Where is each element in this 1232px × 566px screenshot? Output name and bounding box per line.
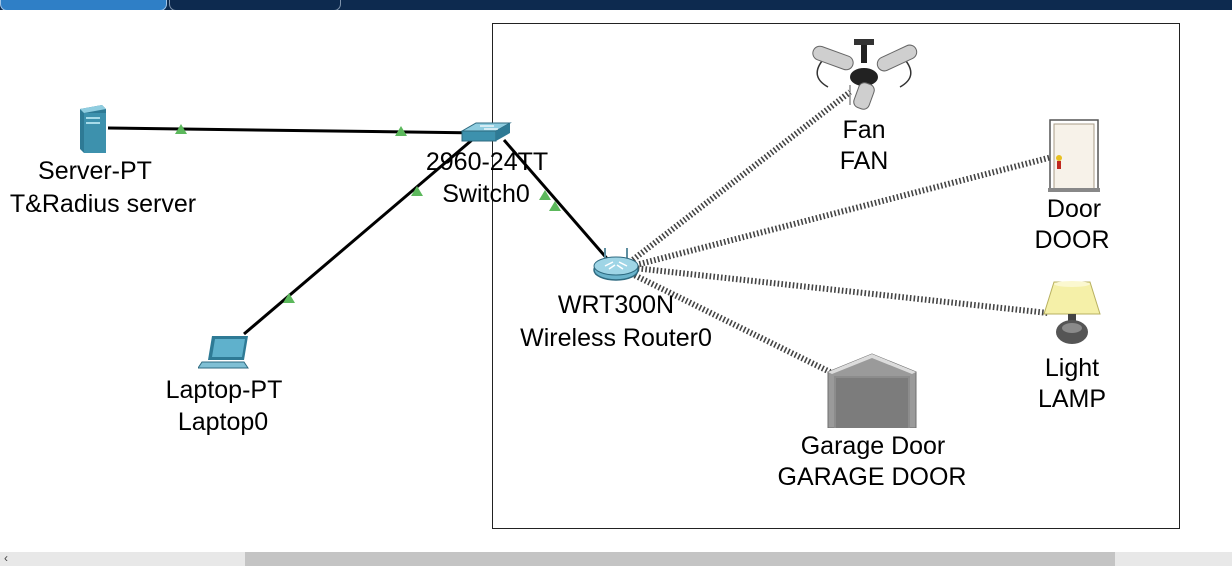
- door-model-label: Door: [1046, 195, 1102, 223]
- door-name-label: DOOR: [1034, 226, 1110, 254]
- link-up-indicator: [549, 201, 561, 211]
- link-up-indicator: [411, 186, 423, 196]
- server-icon: [80, 105, 106, 153]
- top-tab-bar: [0, 0, 1232, 10]
- wireless-link-fan: [628, 89, 852, 265]
- link-server-switch: [107, 126, 483, 135]
- light-device[interactable]: [1040, 280, 1104, 350]
- fan-name-label: FAN: [839, 147, 889, 175]
- link-up-indicator: [395, 126, 407, 136]
- laptop-icon: [197, 336, 249, 369]
- laptop-device[interactable]: [197, 334, 252, 372]
- wireless-link-light: [633, 265, 1049, 316]
- garage-name-label: GARAGE DOOR: [777, 463, 967, 491]
- router-model-label: WRT300N: [557, 291, 675, 319]
- light-model-label: Light: [1044, 354, 1100, 382]
- link-switch-laptop: [243, 138, 473, 336]
- switch-model-label: 2960-24TT: [425, 148, 549, 176]
- router-device[interactable]: [591, 244, 641, 284]
- light-name-label: LAMP: [1037, 385, 1107, 413]
- scrollbar-thumb[interactable]: [245, 552, 1115, 566]
- fan-device[interactable]: [806, 37, 922, 111]
- garage-device[interactable]: [826, 352, 918, 429]
- iot-cluster-box[interactable]: [492, 23, 1180, 529]
- scroll-left-icon[interactable]: ‹: [4, 551, 8, 565]
- lamp-icon: [1043, 281, 1101, 344]
- server-model-label: Server-PT: [38, 157, 152, 185]
- door-icon: [1048, 119, 1100, 192]
- server-device[interactable]: [78, 103, 108, 155]
- link-switch-router: [502, 139, 612, 263]
- workspace-canvas[interactable]: [0, 10, 1232, 552]
- link-up-indicator: [283, 293, 295, 303]
- fan-model-label: Fan: [842, 116, 886, 144]
- switch-icon: [460, 122, 512, 142]
- door-device[interactable]: [1048, 118, 1100, 192]
- ceiling-fan-icon: [812, 39, 918, 110]
- laptop-model-label: Laptop-PT: [165, 376, 283, 404]
- wireless-link-garage: [626, 269, 832, 375]
- switch-device[interactable]: [460, 121, 512, 143]
- link-up-indicator: [539, 190, 551, 200]
- garage-model-label: Garage Door: [800, 432, 946, 460]
- link-up-indicator: [175, 124, 187, 134]
- laptop-name-label: Laptop0: [177, 408, 269, 436]
- garage-door-icon: [827, 353, 917, 429]
- wireless-router-icon: [593, 248, 639, 281]
- switch-name-label: Switch0: [442, 180, 530, 208]
- server-name-label: T&Radius server: [9, 190, 197, 218]
- wireless-link-door: [631, 154, 1053, 269]
- router-name-label: Wireless Router0: [520, 324, 712, 352]
